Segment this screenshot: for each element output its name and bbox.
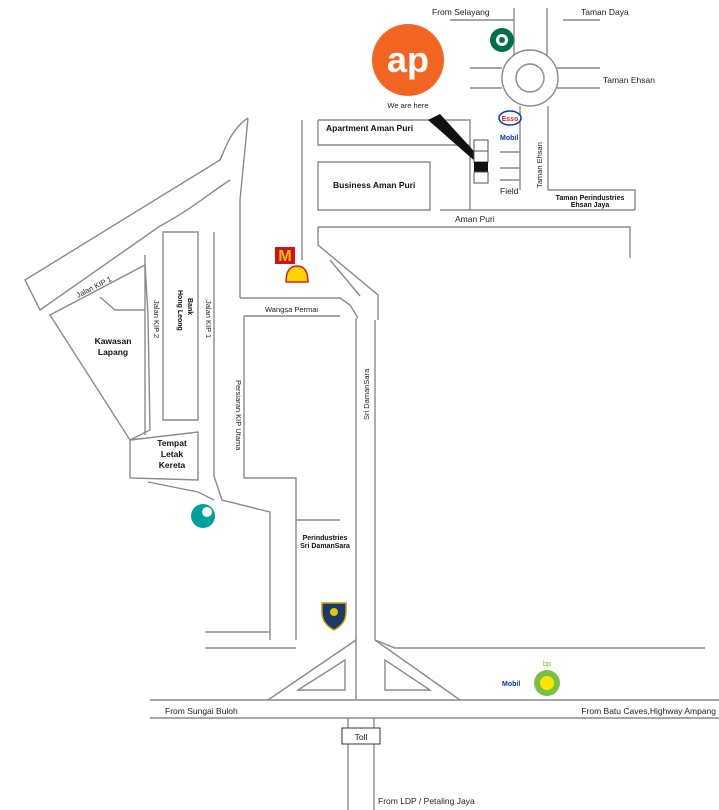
road-west-lower [147,481,215,501]
road-field [500,151,520,181]
label-jalan-kip-1: Jalan KIP 1 [75,274,113,299]
road-west-of-roundabout [470,67,502,89]
label-jalan-kip-1-vertical: Jalan KIP 1 [204,300,213,338]
label-aman-puri: Aman Puri [455,214,495,224]
label-tempat: Tempat [157,438,187,448]
label-jalan-kip-2: Jalan KIP 2 [152,300,161,338]
label-taman-perindustries-2: Ehsan Jaya [571,202,610,209]
interchange-west-inner [295,658,346,691]
road-block-outline [318,119,471,130]
bp-icon: bp [534,659,560,696]
label-business-aman-puri: Business Aman Puri [333,180,415,190]
road-persiaran-kip-utama [213,232,271,640]
road-lower-bypass [205,631,296,649]
label-from-selayang: From Selayang [432,7,490,17]
label-from-batu-caves: From Batu Caves,Highway Ampang [581,706,716,716]
road-diagonal [317,227,379,320]
mobil-label-top: Mobil [500,135,518,142]
label-sri-damansara: Sri DamanSara [362,368,371,420]
toll-box [341,727,381,745]
bp-label: bp [543,659,551,668]
interchange-west [267,638,357,701]
road-lower-east [374,639,705,649]
road-kip-lower [244,477,297,640]
road-block-outline [317,120,470,146]
starbucks-icon [490,28,514,52]
road-diagonal [329,259,361,297]
label-persiaran-kip-utama: Persiaran KIP Utama [234,380,243,451]
ap-logo-icon: ap [372,24,444,96]
label-apartment-aman-puri: Apartment Aman Puri [326,123,413,133]
esso-label: Esso [502,116,519,123]
block-hong-leong [162,231,199,421]
label-bank: Bank [186,298,193,315]
label-taman-ehsan-road: Taman Ehsan [535,142,544,188]
label-perindustries-sri-damansara: Sri DamanSara [300,543,350,550]
road-kip-small [99,296,145,311]
mobil-label-bottom: Mobil [502,681,520,688]
label-field: Field [500,186,519,196]
label-perindustries: Perindustries [303,535,348,542]
interchange-east [374,639,461,701]
road-block-outline [317,161,431,211]
label-from-sungai-buloh: From Sungai Buloh [165,706,238,716]
pin-pointer-icon [428,114,482,163]
roundabout-inner [515,63,545,93]
label-kawasan: Kawasan [95,336,132,346]
block-tempat-letak-kereta [129,431,199,481]
label-wangsa-permai: Wangsa Permai [265,305,318,314]
road-perindustries-box [548,189,636,210]
label-letak: Letak [161,449,183,459]
road-network [24,8,719,810]
label-taman-ehsan: Taman Ehsan [603,75,655,85]
road-aman-puri [318,226,631,258]
road-taman-ehsan-east [557,67,600,89]
label-kereta: Kereta [159,460,186,470]
interchange-east-inner [384,658,433,691]
proton-icon [321,602,347,631]
esso-icon: Esso [498,110,522,126]
mcdonalds-icon: M [275,247,295,265]
roundabout-outer [501,49,559,107]
block-kawasan-lapang [48,263,151,441]
label-from-ldp: From LDP / Petaling Jaya [378,796,475,806]
toll-label: Toll [355,732,368,742]
road-curve-west [24,117,249,312]
we-are-here-label: We are here [387,101,428,110]
building-marker-icon [473,139,489,184]
label-hong-leong: Hong Leong [176,290,183,331]
label-taman-daya: Taman Daya [581,7,629,17]
svg-text:M: M [278,248,291,265]
road-curve-west [239,117,249,298]
label-taman-perindustries-1: Taman Perindustries [556,195,625,202]
petronas-icon [191,504,215,528]
shell-icon [285,265,309,283]
road-wangsa-permai [240,297,359,319]
logo-text: ap [387,39,429,80]
label-lapang: Lapang [98,347,128,357]
